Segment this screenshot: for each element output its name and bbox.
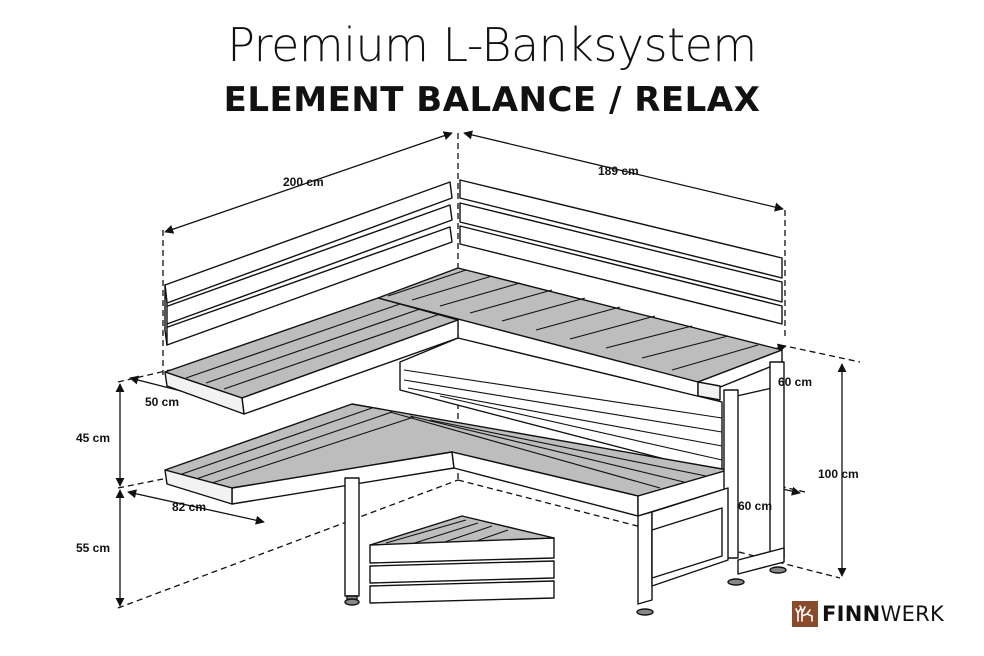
dimension-labels: 200 cm 189 cm 50 cm 60 cm 45 cm 82 cm 60… (76, 164, 859, 555)
left-backrest (164, 181, 453, 346)
dim-width-left: 200 cm (283, 175, 324, 189)
moose-antler-icon (792, 601, 818, 627)
diagram-subtitle: ELEMENT BALANCE / RELAX (223, 80, 761, 120)
logo-text: FINNWERK (822, 602, 944, 626)
right-frame-legs (636, 361, 787, 616)
dim-depth-lower-right: 60 cm (738, 499, 772, 513)
finnwerk-logo: FINNWERK (792, 600, 944, 628)
foot-bench (369, 515, 555, 604)
dim-width-right: 189 cm (598, 164, 639, 178)
dimension-arrows (115, 130, 847, 607)
bench-outline (164, 179, 787, 616)
front-leg-left (344, 477, 360, 606)
lower-bench (164, 403, 729, 517)
logo-text-regular: WERK (880, 602, 945, 626)
dim-lower-height: 55 cm (76, 541, 110, 555)
upper-frame-panel (399, 337, 723, 475)
dim-depth-lower-left: 82 cm (172, 500, 206, 514)
dim-upper-height-step: 45 cm (76, 431, 110, 445)
dim-depth-upper-left: 50 cm (145, 395, 179, 409)
right-backrest (459, 179, 783, 325)
dim-total-height: 100 cm (818, 467, 859, 481)
logo-text-bold: FINN (822, 602, 881, 626)
diagram-title: Premium L-Banksystem (227, 18, 757, 72)
dim-depth-upper-right: 60 cm (778, 375, 812, 389)
